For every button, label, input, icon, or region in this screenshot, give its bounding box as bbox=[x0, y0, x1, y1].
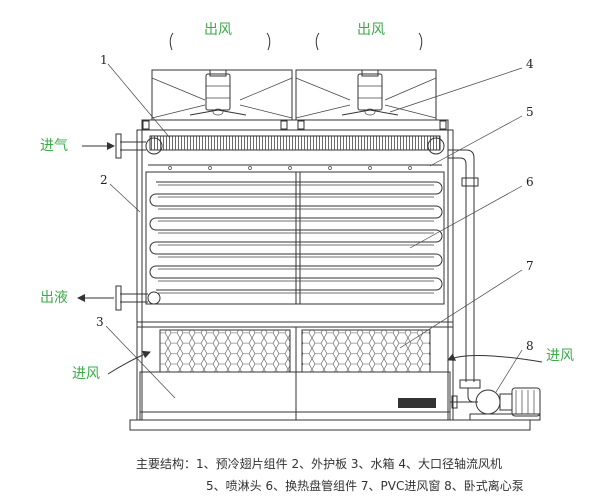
callouts: 1 2 3 4 5 6 7 8 bbox=[96, 53, 534, 399]
header-pipe-right bbox=[427, 137, 445, 155]
centrifugal-pump bbox=[450, 379, 541, 421]
gas-inlet-pipe bbox=[115, 133, 146, 159]
callout-4: 4 bbox=[526, 57, 534, 71]
pvc-inlet-louver-right bbox=[301, 329, 431, 373]
callout-6: 6 bbox=[526, 175, 534, 189]
heat-exchange-coil bbox=[149, 181, 443, 294]
callout-8: 8 bbox=[526, 339, 534, 353]
inlet-air-label-left: 进风 bbox=[72, 366, 100, 382]
liquid-outlet-pipe bbox=[115, 285, 148, 311]
frame-bolts bbox=[142, 120, 447, 130]
callout-7: 7 bbox=[526, 259, 534, 273]
outlet-air-label-right: 出风 bbox=[357, 22, 385, 38]
base-frame bbox=[129, 419, 531, 431]
legend-line-2: 5、喷淋头 6、换热盘管组件 7、PVC进风窗 8、卧式离心泵 bbox=[206, 478, 524, 493]
top-frame bbox=[141, 119, 449, 131]
inlet-air-arrow-right bbox=[447, 353, 543, 363]
pvc-inlet-louver-left bbox=[159, 329, 291, 373]
callout-3: 3 bbox=[96, 315, 104, 329]
water-tank bbox=[139, 371, 451, 421]
inlet-air-label-right: 进风 bbox=[546, 348, 574, 364]
callout-1: 1 bbox=[100, 53, 108, 67]
coil-box bbox=[145, 171, 445, 305]
legend-line-1: 主要结构：1、预冷翅片组件 2、外护板 3、水箱 4、大口径轴流风机 bbox=[136, 456, 502, 471]
outlet-liquid-label: 出液 bbox=[40, 290, 68, 306]
callout-2: 2 bbox=[100, 173, 108, 187]
precooling-fin-assembly bbox=[149, 135, 441, 151]
callout-5: 5 bbox=[526, 105, 534, 119]
tank-outlet-strainer bbox=[398, 398, 436, 408]
outlet-air-label-left: 出风 bbox=[204, 22, 232, 38]
exhaust-air-arcs bbox=[169, 32, 423, 51]
header-pipe-left bbox=[145, 137, 163, 155]
spray-nozzles bbox=[168, 166, 412, 170]
axial-fans bbox=[151, 69, 437, 121]
inlet-air-arrow-left bbox=[107, 350, 151, 375]
coil-outlet-header bbox=[147, 291, 161, 305]
outer-casing bbox=[136, 129, 454, 421]
inlet-gas-label: 进气 bbox=[40, 138, 68, 154]
spray-water-riser bbox=[448, 149, 479, 382]
